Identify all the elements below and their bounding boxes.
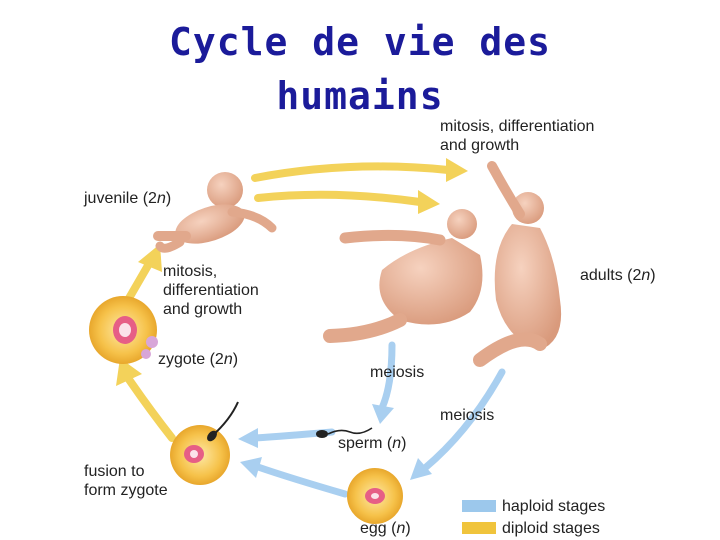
arrow-adults-to-sperm (378, 341, 396, 412)
label-zygote: zygote (2n) (158, 350, 238, 369)
label-mitosis-left-line3: and growth (163, 301, 243, 318)
label-meiosis-upper: meiosis (370, 364, 425, 381)
label-mitosis-left: mitosis, differentiation and growth (163, 262, 259, 319)
arrowhead-4 (116, 358, 142, 386)
label-egg-n: n (396, 520, 406, 537)
arrowhead-2 (418, 190, 440, 214)
label-juvenile-n: n (156, 190, 166, 207)
diploid-arrows (116, 158, 468, 442)
juvenile-figure (153, 172, 277, 253)
arrow-zygote-to-juvenile (124, 258, 154, 304)
egg-cell (347, 468, 403, 524)
label-fusion-line2: form zygote (84, 482, 168, 499)
sperm-cell (316, 427, 373, 438)
legend-diploid-label: diploid stages (502, 520, 600, 537)
label-juvenile-close: ) (165, 190, 172, 207)
label-mitosis-left-line1: mitosis, (163, 263, 218, 280)
legend (462, 500, 496, 534)
arrowhead-5 (372, 404, 394, 424)
label-zygote-close: ) (232, 351, 239, 368)
arrow-egg-to-fusion (254, 463, 349, 498)
label-zygote-n: n (223, 351, 233, 368)
label-sperm: sperm (n) (338, 434, 406, 453)
arrow-adults-to-egg (421, 368, 506, 472)
label-adults: adults (2n) (580, 266, 656, 285)
label-mitosis-top: mitosis, differentiation and growth (440, 117, 594, 155)
label-meiosis-lower: meiosis (440, 407, 495, 424)
label-zygote-text: zygote (2 (158, 351, 224, 368)
label-juvenile-text: juvenile (2 (84, 190, 157, 207)
label-sperm-text: sperm ( (338, 435, 393, 452)
arrowhead-8 (240, 457, 262, 478)
label-egg-close: ) (405, 520, 411, 537)
fusion-cell (170, 401, 239, 485)
label-juvenile: juvenile (2n) (84, 189, 171, 208)
page-title-line2: humains (276, 74, 444, 118)
label-egg: egg (n) (360, 519, 411, 538)
label-adults-close: ) (650, 267, 656, 284)
arrow-juvenile-to-adults-1 (251, 162, 452, 182)
label-mitosis-top-line1: mitosis, differentiation (440, 118, 595, 135)
arrow-juvenile-to-adults-2 (254, 190, 424, 206)
zygote-cell (89, 296, 158, 364)
page-title-line1: Cycle de vie des (168, 20, 552, 64)
label-mitosis-top-line2: and growth (440, 137, 520, 154)
label-mitosis-left-line2: differentiation (163, 282, 259, 299)
arrowhead-3 (138, 244, 162, 272)
label-sperm-close: ) (401, 435, 407, 452)
label-fusion: fusion to form zygote (84, 462, 168, 500)
arrow-fusion-to-zygote (124, 374, 176, 442)
arrowhead-1 (446, 158, 468, 182)
adult-figures (323, 161, 562, 367)
label-sperm-n: n (392, 435, 402, 452)
arrowhead-7 (238, 428, 258, 448)
legend-haploid-label: haploid stages (502, 498, 606, 515)
arrowhead-6 (410, 458, 432, 480)
label-adults-text: adults (2 (580, 267, 642, 284)
legend-haploid-swatch (462, 500, 496, 512)
legend-diploid-swatch (462, 522, 496, 534)
label-fusion-line1: fusion to (84, 463, 145, 480)
label-egg-text: egg ( (360, 520, 397, 537)
label-adults-n: n (641, 267, 651, 284)
